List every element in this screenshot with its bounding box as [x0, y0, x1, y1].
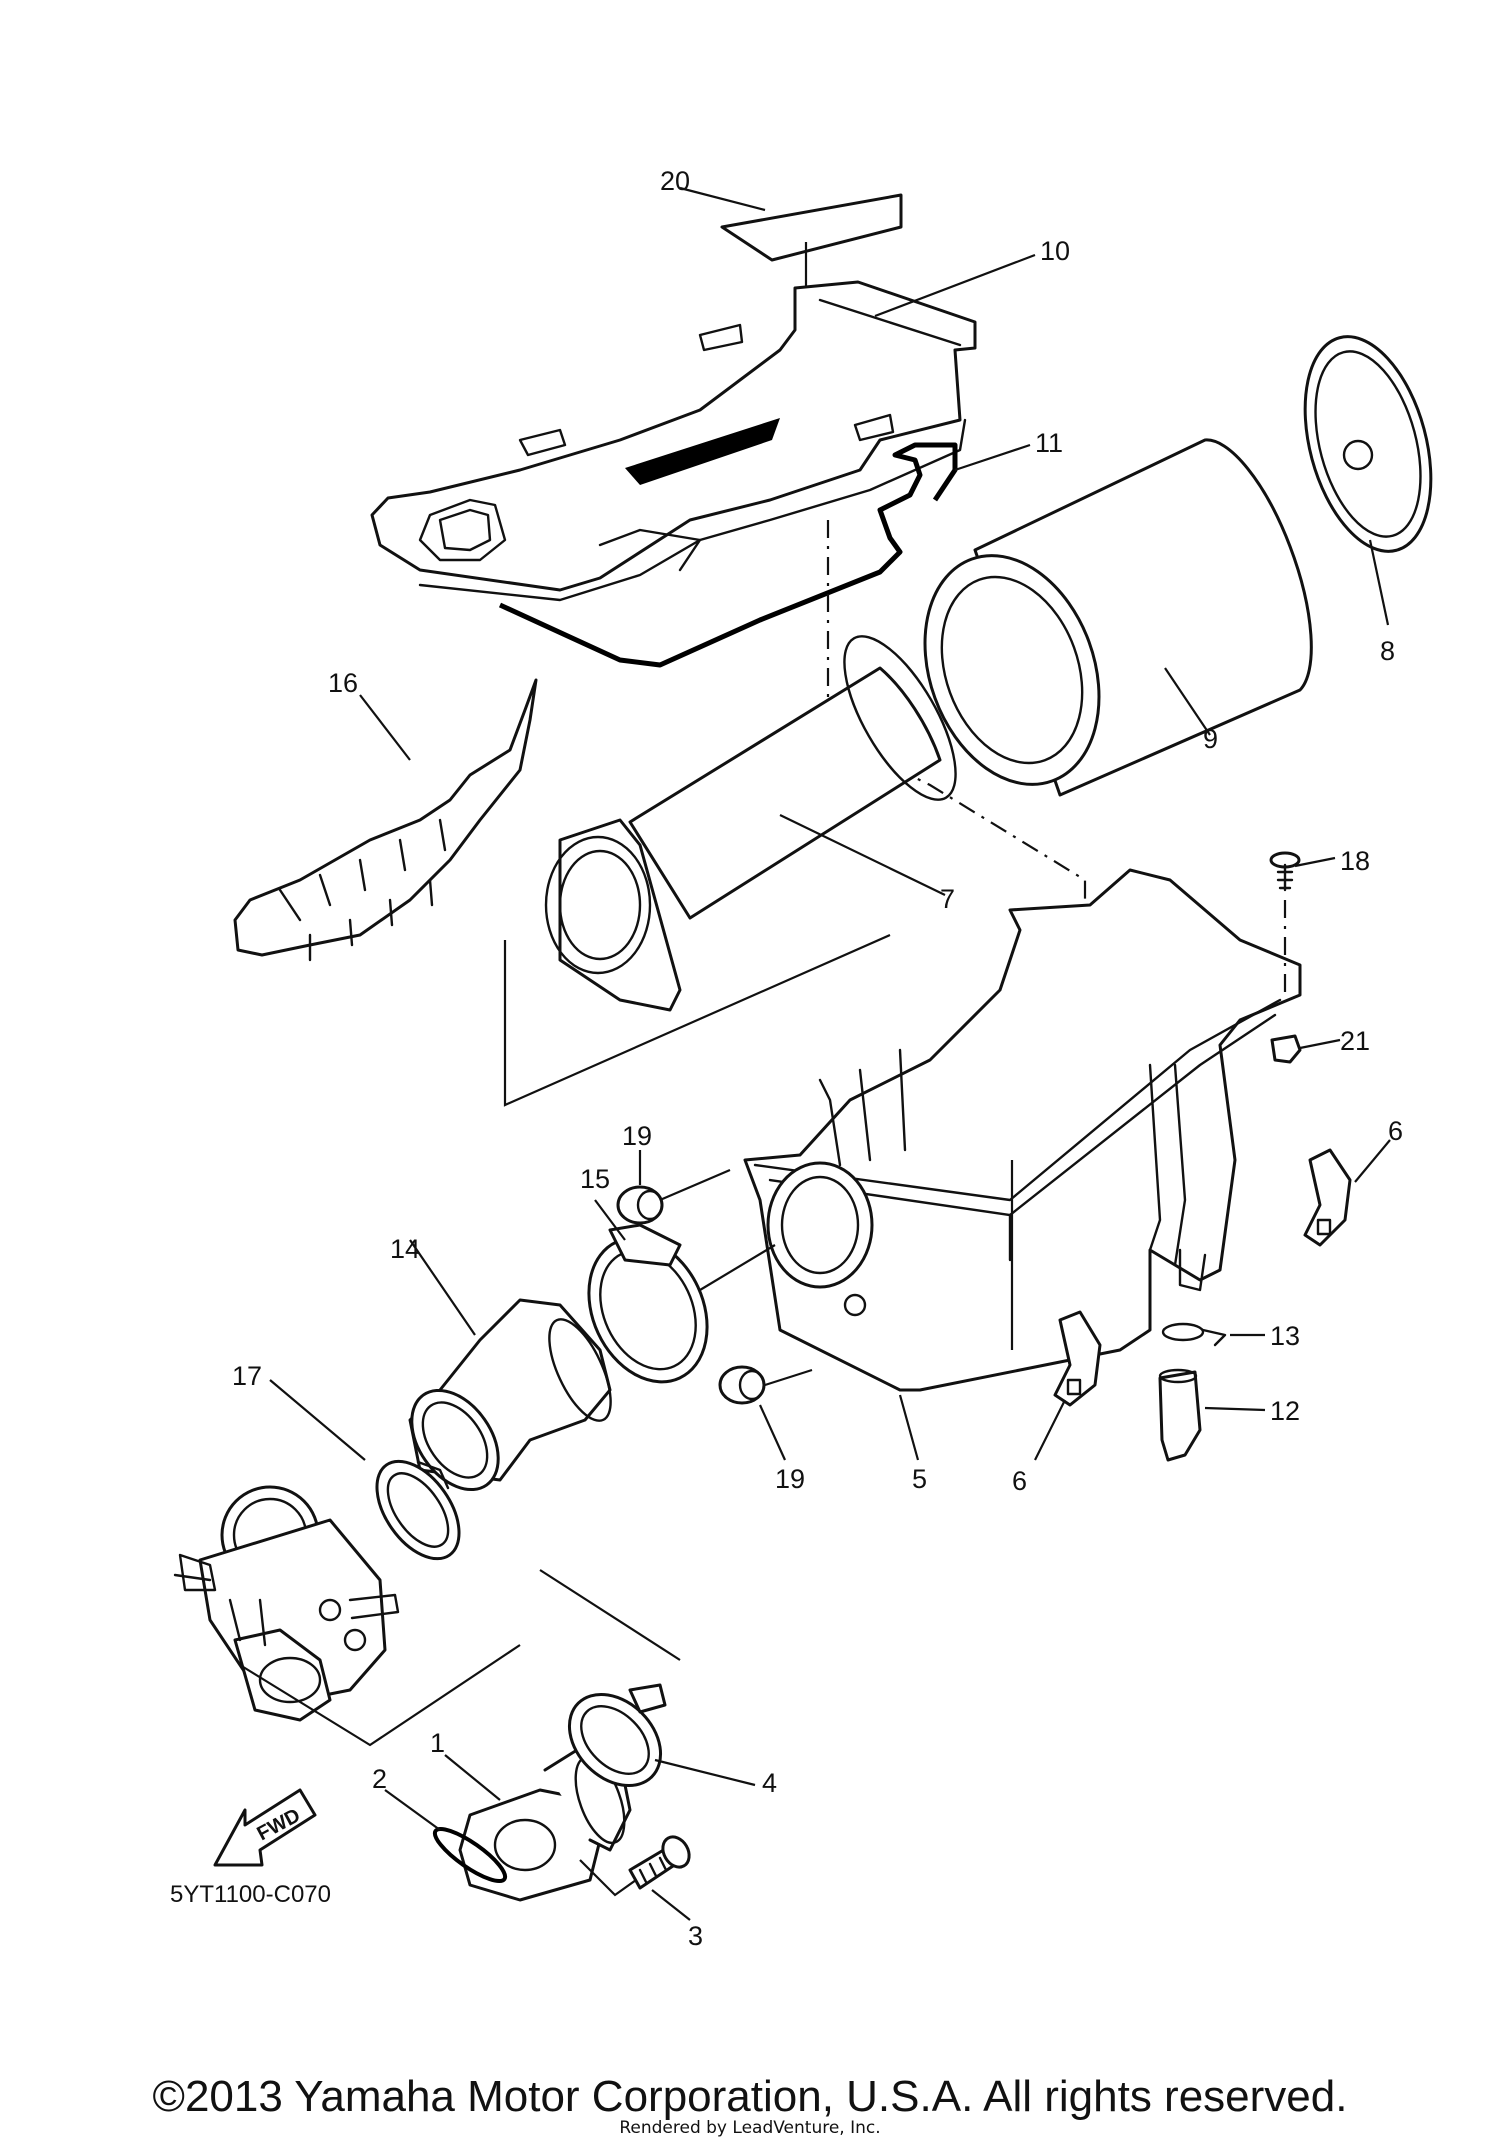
callout-10: 10 — [1040, 236, 1070, 266]
part-6-clamp-upper — [1303, 1139, 1391, 1247]
part-6-clamp-lower — [1034, 1310, 1102, 1461]
part-21-clip-nut — [1270, 1034, 1341, 1064]
callout-17: 17 — [232, 1361, 262, 1391]
part-19-grommet-upper — [616, 1150, 731, 1225]
fwd-arrow: FWD — [213, 1788, 317, 1867]
callout-6-upper: 6 — [1388, 1116, 1403, 1146]
callout-9: 9 — [1203, 724, 1218, 754]
part-7-inner-filter — [503, 635, 957, 1107]
callout-3: 3 — [688, 1921, 703, 1951]
part-17-clamp — [269, 1379, 461, 1561]
carburetor-reference — [173, 1485, 681, 1747]
callout-14: 14 — [390, 1234, 420, 1264]
part-16-baffle — [233, 678, 538, 962]
rendered-by-credit: Rendered by LeadVenture, Inc. — [619, 2118, 881, 2138]
part-14-intake-boot — [408, 1239, 612, 1492]
callout-1: 1 — [430, 1728, 445, 1758]
part-18-screw — [1269, 851, 1336, 1000]
callout-8: 8 — [1380, 636, 1395, 666]
part-9-filter-element — [923, 438, 1313, 797]
callout-11: 11 — [1035, 428, 1063, 458]
callout-18: 18 — [1340, 846, 1370, 876]
figure-code: 5YT1100-C070 — [170, 1881, 331, 1908]
callout-2: 2 — [372, 1764, 387, 1794]
callout-5: 5 — [912, 1464, 927, 1494]
callout-12: 12 — [1270, 1396, 1300, 1426]
part-11-gasket — [498, 442, 1031, 668]
part-15-hose-clamp — [587, 1199, 776, 1384]
part-19-grommet-lower — [718, 1365, 813, 1461]
part-4-clamp — [567, 1683, 756, 1788]
callout-21: 21 — [1340, 1026, 1370, 1056]
callout-4: 4 — [762, 1768, 777, 1798]
part-13-spring-clip — [1161, 1322, 1265, 1347]
part-5-airbox — [743, 868, 1302, 1461]
callout-16: 16 — [328, 668, 358, 698]
callout-19-upper: 19 — [622, 1121, 652, 1151]
callout-labels: 20 10 11 8 9 16 7 18 21 6 19 15 14 13 12… — [170, 166, 1403, 1951]
copyright-notice: ©2013 Yamaha Motor Corporation, U.S.A. A… — [152, 2072, 1348, 2121]
callout-19-lower: 19 — [775, 1464, 805, 1494]
callout-7: 7 — [940, 884, 955, 914]
part-8-end-cap — [1303, 335, 1433, 626]
part-12-drain — [1158, 1368, 1266, 1462]
callout-20: 20 — [660, 166, 690, 196]
part-2-o-ring — [384, 1789, 508, 1884]
callout-15: 15 — [580, 1164, 610, 1194]
callout-13: 13 — [1270, 1321, 1300, 1351]
callout-6-lower: 6 — [1012, 1466, 1027, 1496]
part-3-bolt — [628, 1835, 691, 1921]
part-10-cover — [370, 253, 1036, 602]
